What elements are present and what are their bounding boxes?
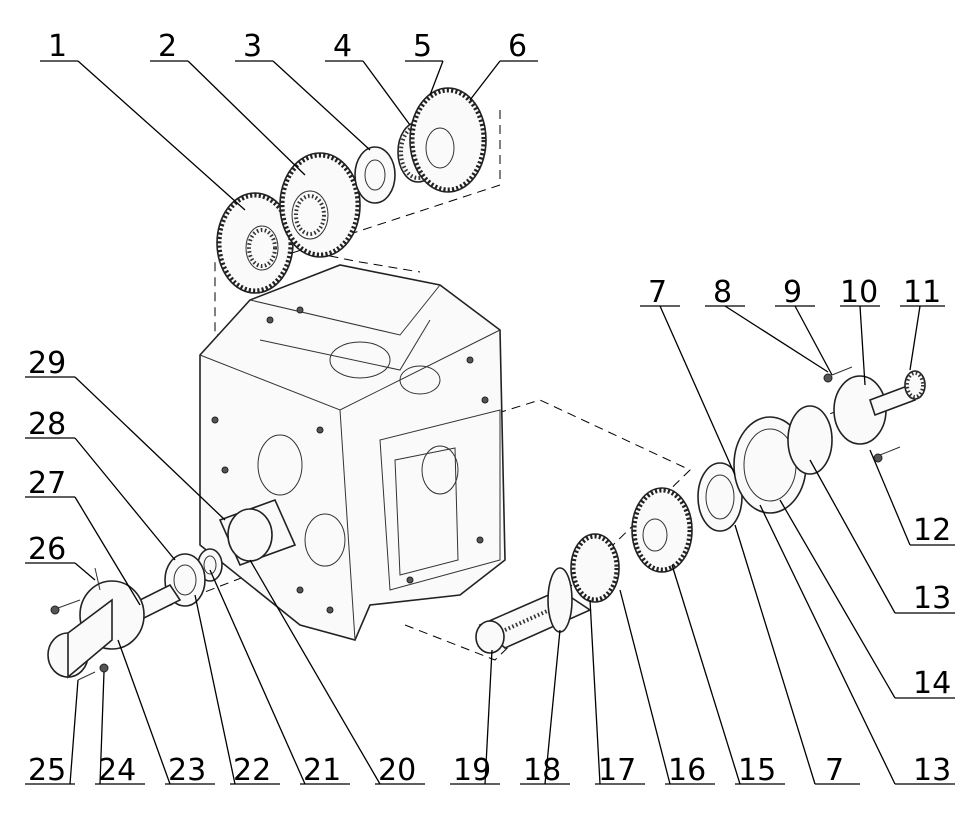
callout-23: 23 [168, 753, 206, 788]
splined-stub-part-11 [904, 370, 926, 400]
callout-16: 16 [668, 753, 706, 788]
bearing-part-7 [697, 462, 743, 532]
bolts-part-8-9 [823, 366, 901, 463]
callout-24: 24 [98, 753, 136, 788]
callout-29: 29 [28, 346, 66, 381]
gear-part-15 [631, 487, 693, 573]
callout-2: 2 [158, 29, 177, 64]
gear-part-5-6 [409, 87, 487, 193]
gear-part-16-17 [570, 533, 620, 603]
callout-7-top: 7 [648, 275, 667, 310]
flange-part-20-29 [218, 498, 297, 567]
leader-lines [25, 60, 955, 785]
callout-14: 14 [913, 666, 951, 701]
shaft-part-19 [475, 589, 592, 654]
callout-12: 12 [913, 513, 951, 548]
gear-part-2 [279, 152, 361, 258]
callout-8: 8 [713, 275, 732, 310]
callout-19: 19 [453, 753, 491, 788]
cover-part-10-12 [833, 375, 917, 445]
gear-part-1 [216, 192, 294, 294]
callout-9: 9 [783, 275, 802, 310]
seal-part-13 [787, 405, 833, 475]
callout-15: 15 [738, 753, 776, 788]
callout-27: 27 [28, 466, 66, 501]
callout-13-bottom: 13 [913, 753, 951, 788]
gearbox-housing [199, 264, 506, 641]
callout-3: 3 [243, 29, 262, 64]
callout-28: 28 [28, 407, 66, 442]
callout-22: 22 [233, 753, 271, 788]
callout-17: 17 [598, 753, 636, 788]
callout-21: 21 [303, 753, 341, 788]
callout-13-right: 13 [913, 581, 951, 616]
callout-6: 6 [508, 29, 527, 64]
callout-20: 20 [378, 753, 416, 788]
callout-1: 1 [48, 29, 67, 64]
callout-4: 4 [333, 29, 352, 64]
callout-10: 10 [840, 275, 878, 310]
clamp-ring-part-18 [547, 567, 573, 633]
callout-18: 18 [523, 753, 561, 788]
callout-labels: 1 2 3 4 5 6 7 8 9 10 11 12 13 14 29 28 2… [28, 29, 951, 788]
callout-5: 5 [413, 29, 432, 64]
output-housing-part-23-26 [47, 567, 145, 679]
callout-7-bottom: 7 [825, 753, 844, 788]
callout-26: 26 [28, 532, 66, 567]
spacer-ring-part-3 [354, 146, 396, 204]
callout-25: 25 [28, 753, 66, 788]
callout-11: 11 [903, 275, 941, 310]
